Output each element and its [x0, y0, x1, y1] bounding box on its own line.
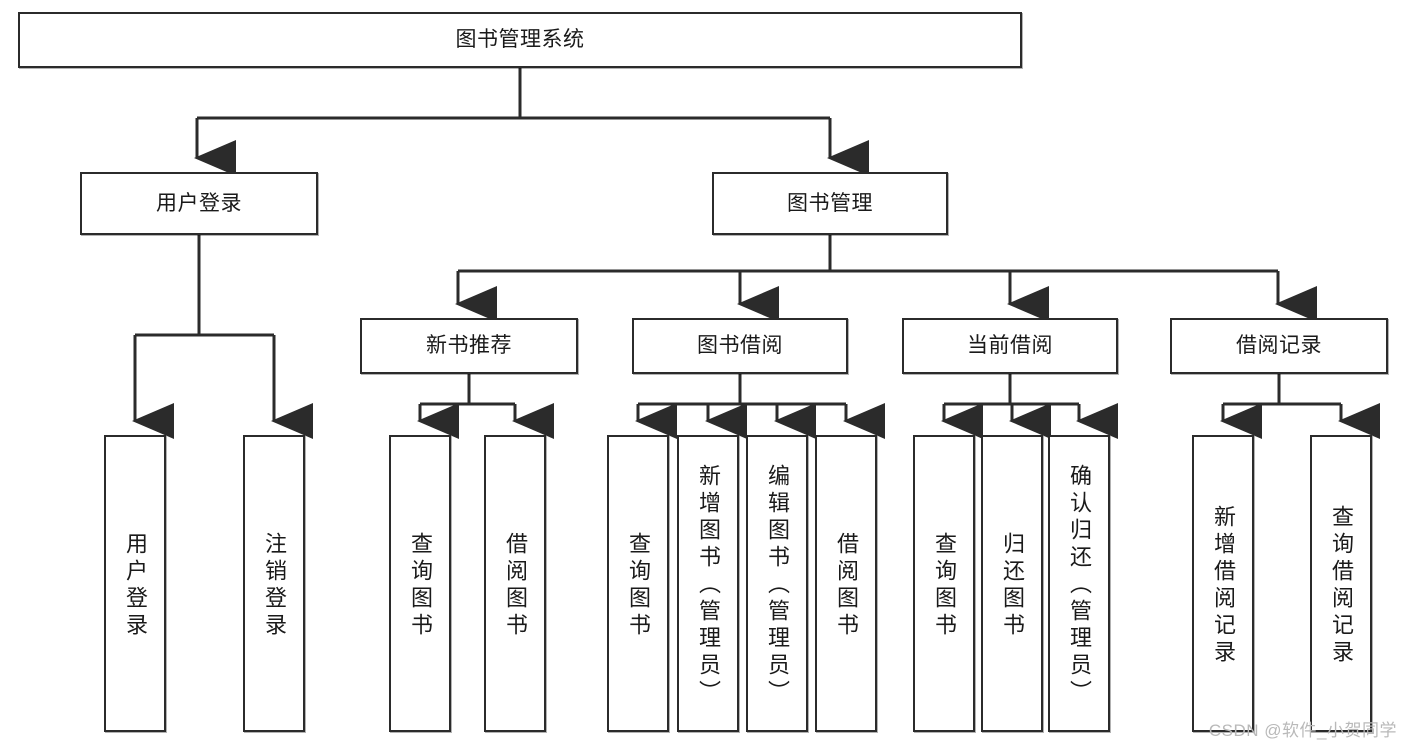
- node-book-borrow-label: 图书借阅: [697, 334, 783, 358]
- node-current-borrow-label: 当前借阅: [967, 334, 1053, 358]
- node-new-book-recommend[interactable]: 新书推荐: [360, 318, 578, 374]
- leaf-user-login[interactable]: 用户登录: [104, 435, 166, 732]
- watermark: CSDN @软件_小贺同学: [1208, 721, 1397, 740]
- leaf-user-login-label: 用户登录: [123, 531, 148, 640]
- leaf-return-book[interactable]: 归还图书: [981, 435, 1043, 732]
- node-new-book-recommend-label: 新书推荐: [426, 334, 512, 358]
- leaf-edit-book-admin-label: 编辑图书（管理员）: [765, 464, 790, 707]
- leaf-borrow-book-new-label: 借阅图书: [503, 531, 528, 640]
- leaf-query-book-borrow[interactable]: 查询图书: [607, 435, 669, 732]
- leaf-query-book-current[interactable]: 查询图书: [913, 435, 975, 732]
- leaf-logout[interactable]: 注销登录: [243, 435, 305, 732]
- leaf-add-book-admin[interactable]: 新增图书（管理员）: [677, 435, 739, 732]
- node-user-login-label: 用户登录: [156, 191, 242, 215]
- leaf-edit-book-admin[interactable]: 编辑图书（管理员）: [746, 435, 808, 732]
- leaf-query-borrow-record[interactable]: 查询借阅记录: [1310, 435, 1372, 732]
- leaf-query-book-borrow-label: 查询图书: [626, 531, 651, 640]
- leaf-query-book-new[interactable]: 查询图书: [389, 435, 451, 732]
- leaf-query-book-current-label: 查询图书: [932, 531, 957, 640]
- node-user-login[interactable]: 用户登录: [80, 172, 318, 235]
- node-book-management-label: 图书管理: [787, 191, 873, 215]
- leaf-borrow-book-label: 借阅图书: [834, 531, 859, 640]
- node-book-management[interactable]: 图书管理: [712, 172, 948, 235]
- leaf-add-borrow-record-label: 新增借阅记录: [1211, 504, 1236, 667]
- leaf-borrow-book[interactable]: 借阅图书: [815, 435, 877, 732]
- node-root-label: 图书管理系统: [455, 28, 585, 52]
- node-root[interactable]: 图书管理系统: [18, 12, 1022, 68]
- leaf-confirm-return-admin-label: 确认归还（管理员）: [1067, 464, 1092, 707]
- leaf-confirm-return-admin[interactable]: 确认归还（管理员）: [1048, 435, 1110, 732]
- leaf-add-borrow-record[interactable]: 新增借阅记录: [1192, 435, 1254, 732]
- node-borrow-record-label: 借阅记录: [1236, 334, 1322, 358]
- node-book-borrow[interactable]: 图书借阅: [632, 318, 848, 374]
- node-current-borrow[interactable]: 当前借阅: [902, 318, 1118, 374]
- leaf-query-borrow-record-label: 查询借阅记录: [1329, 504, 1354, 667]
- leaf-logout-label: 注销登录: [262, 531, 287, 640]
- node-borrow-record[interactable]: 借阅记录: [1170, 318, 1388, 374]
- leaf-add-book-admin-label: 新增图书（管理员）: [696, 464, 721, 707]
- leaf-borrow-book-new[interactable]: 借阅图书: [484, 435, 546, 732]
- leaf-return-book-label: 归还图书: [1000, 531, 1025, 640]
- leaf-query-book-new-label: 查询图书: [408, 531, 433, 640]
